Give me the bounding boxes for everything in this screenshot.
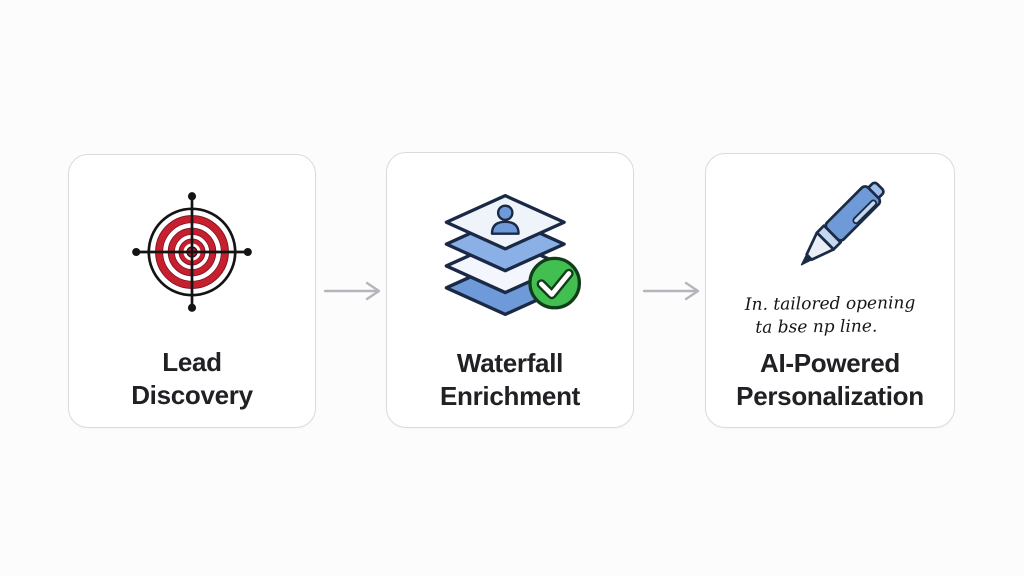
handwritten-line: ta bse np line.: [755, 316, 878, 338]
target-crosshair-icon-svg: [132, 192, 252, 312]
pen-icon: [781, 170, 899, 293]
step-label-line: AI-Powered: [759, 348, 900, 378]
step-label-line: Discovery: [131, 380, 253, 410]
target-crosshair-icon: [129, 189, 255, 320]
step-card-lead-discovery: Lead Discovery: [68, 154, 316, 428]
flow-arrow-right-icon: [323, 281, 381, 301]
flow-arrow-right-icon: [642, 281, 700, 301]
step-label-line: Lead: [162, 347, 222, 377]
layered-profiles-check-icon: [434, 184, 586, 332]
step-label-ai-personalization: AI-Powered Personalization: [736, 347, 924, 413]
handwritten-line: In. tailored opening: [744, 293, 916, 315]
step-label-waterfall-enrichment: Waterfall Enrichment: [440, 347, 580, 413]
step-label-line: Waterfall: [456, 348, 564, 378]
handwritten-note: In. tailored opening ta bse np line.: [745, 292, 916, 340]
layered-profiles-check-icon-svg: [444, 193, 582, 317]
step-card-ai-personalization: In. tailored opening ta bse np line. AI-…: [705, 153, 955, 428]
pen-icon-svg: [800, 181, 885, 266]
step-label-lead-discovery: Lead Discovery: [131, 346, 253, 412]
step-label-line: Personalization: [736, 381, 924, 411]
step-card-waterfall-enrichment: Waterfall Enrichment: [386, 152, 634, 428]
step-label-line: Enrichment: [439, 381, 581, 411]
